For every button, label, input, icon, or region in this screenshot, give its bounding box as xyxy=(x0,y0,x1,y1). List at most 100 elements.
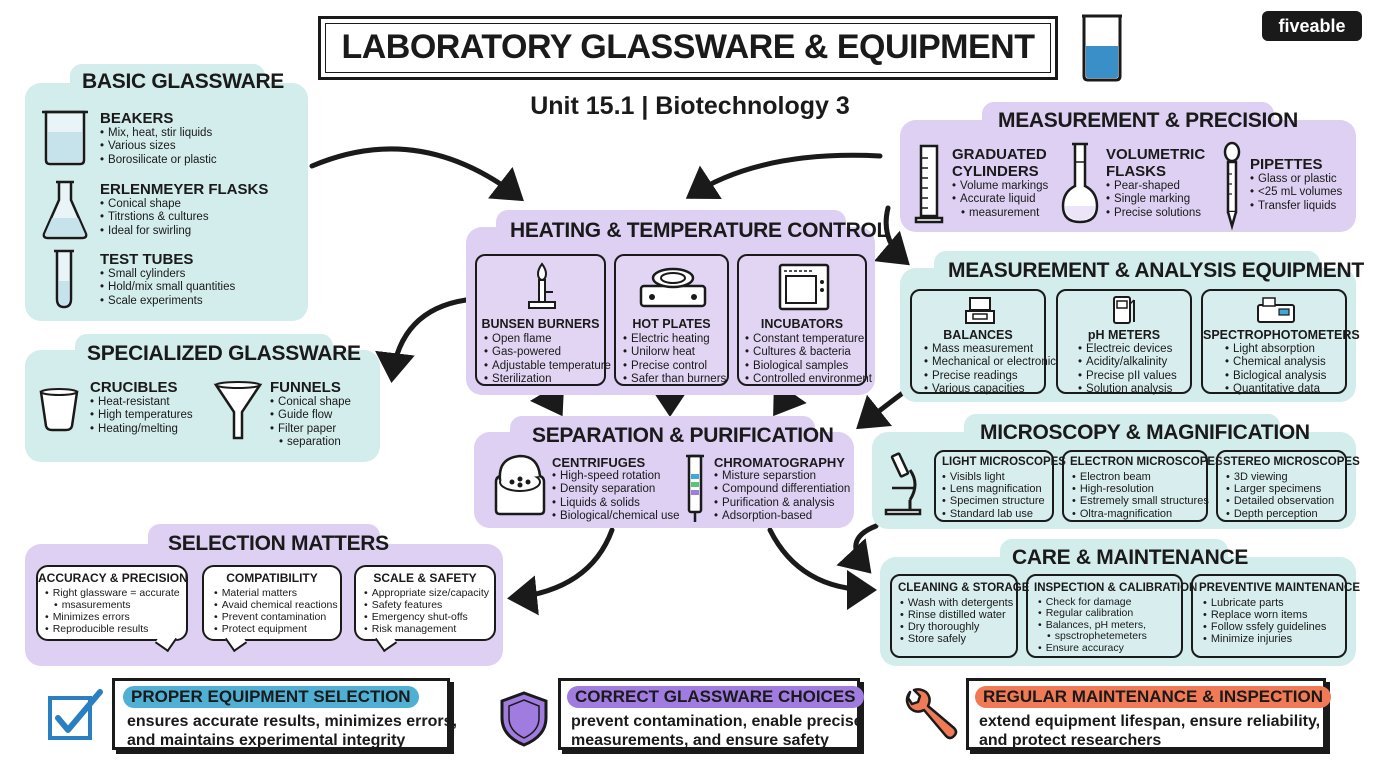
stereo-microscopes-bullet: Detailed observation xyxy=(1226,495,1334,507)
accuracy-bullet: msasurements xyxy=(45,599,180,611)
spectrophotometers-title: SPECTROPHOTOMETERS xyxy=(1203,328,1360,342)
compatibility-bullet: Avaid chemical reactions xyxy=(214,599,338,611)
test-tubes-bullet: Small cylinders xyxy=(100,268,235,281)
funnels-bullet: Guide flow xyxy=(270,409,351,422)
accuracy-title: ACCURACY & PRECISION xyxy=(38,571,188,585)
bunsen-bullet: Sterilization xyxy=(484,373,611,386)
spectrophotometer-icon xyxy=(1257,297,1295,323)
centrifuges-bullet: Biological/chemical use xyxy=(552,510,680,523)
inspection-calibration-bullet: Ensure accuracy xyxy=(1038,642,1147,654)
ph-meters-bullet: Electreic devices xyxy=(1078,343,1177,356)
centrifuges-bullet: Density separation xyxy=(552,483,680,496)
light-microscopes-bullet: Standard lab use xyxy=(942,508,1045,520)
compatibility-bubble: COMPATIBILITY Material matters Avaid che… xyxy=(202,565,342,653)
crucible-icon xyxy=(39,388,79,432)
selection-title-tab xyxy=(148,524,380,560)
graduated-bullet: Volume markings xyxy=(952,180,1048,193)
light-microscopes-title: LIGHT MICROSCOPES xyxy=(942,456,1066,468)
bunsen-title: BUNSEN BURNERS xyxy=(481,317,600,331)
beaker-icon xyxy=(42,110,88,166)
takeaway-maintenance-box: REGULAR MAINTENANCE & INSPECTION extend … xyxy=(966,678,1332,750)
compatibility-bullet: Prevent contamination xyxy=(214,611,338,623)
test-tubes-bullet: Hold/mix small quantities xyxy=(100,281,235,294)
chromatography-bullet: Misture separstion xyxy=(714,470,850,483)
spectrophotometers-card: SPECTROPHOTOMETERS Light absorption Chem… xyxy=(1201,289,1360,396)
test-tube-icon xyxy=(54,249,74,309)
funnels-title: FUNNELS xyxy=(270,379,341,396)
cleaning-storage-bullet: Dry thoroughly xyxy=(900,621,1013,633)
cleaning-storage-bullet: Wash with detergents xyxy=(900,597,1013,609)
care-title: CARE & MAINTENANCE xyxy=(1012,546,1249,569)
takeaway-glassware-heading: CORRECT GLASSWARE CHOICES xyxy=(567,686,864,708)
funnels-bullet: separation xyxy=(270,436,351,449)
inspection-calibration-bullet: spsctrophetemeters xyxy=(1038,630,1147,642)
balance-icon xyxy=(965,297,995,324)
accuracy-bubble: ACCURACY & PRECISION Right glassware = a… xyxy=(36,565,188,653)
scale-safety-bubble: SCALE & SAFETY Appropriate size/capacity… xyxy=(354,565,496,653)
specialized-glassware-title-tab xyxy=(75,334,333,370)
graduated-cylinders-title-2: CYLINDERS xyxy=(952,163,1039,180)
electron-microscopes-title: ELECTRON MICROSCOPES xyxy=(1070,456,1223,468)
analysis-title: MEASUREMENT & ANALYSIS EQUIPMENT xyxy=(948,259,1364,282)
preventive-maintenance-card: PREVENTIVE MAINTENANCE Lubricate parts R… xyxy=(1191,574,1360,658)
inspection-calibration-bullet: Regular calibration xyxy=(1038,607,1147,619)
incubators-bullet: Constant temperature xyxy=(745,333,872,346)
takeaway-maintenance-heading: REGULAR MAINTENANCE & INSPECTION xyxy=(975,686,1332,708)
balances-card: BALANCES Mass measurement Mechanical or … xyxy=(910,289,1056,395)
takeaway-maintenance-line: and protect researchers xyxy=(979,732,1162,749)
compatibility-bullet: Protect equipment xyxy=(214,623,338,635)
electron-microscopes-bullet: Electron beam xyxy=(1072,471,1209,483)
arrow-heating-to-sep-1 xyxy=(529,380,565,417)
graduated-bullet: measurement xyxy=(952,207,1048,220)
volumetric-bullet: Precise solutions xyxy=(1106,207,1205,220)
light-microscopes-bullet: Visibls light xyxy=(942,471,1045,483)
beakers-bullet: Mix, heat, stir liquids xyxy=(100,127,217,140)
balances-bullet: Precise readings xyxy=(924,370,1056,383)
hot-plates-card: HOT PLATES Electric heating Unilorw heat… xyxy=(614,254,729,386)
chromatography-bullet: Purification & analysis xyxy=(714,497,850,510)
stereo-microscopes-bullet: 3D viewing xyxy=(1226,471,1334,483)
volumetric-flask-icon xyxy=(1061,142,1099,224)
funnel-icon xyxy=(213,381,263,440)
centrifuges-bullet: Liquids & solids xyxy=(552,497,680,510)
stereo-microscopes-title: STEREO MICROSCOPES xyxy=(1223,456,1360,468)
spectrophotometers-bullet: Biclogical analysis xyxy=(1225,370,1326,383)
page-title: LABORATORY GLASSWARE & EQUIPMENT xyxy=(341,28,1035,66)
stereo-microscopes-bullet: Depth perception xyxy=(1226,508,1334,520)
hot-plates-bullet: Precise control xyxy=(623,360,726,373)
chromatography-title: CHROMATOGRAPHY xyxy=(714,455,845,470)
electron-microscopes-card: ELECTRON MICROSCOPES Electron beam High-… xyxy=(1062,450,1223,522)
cleaning-storage-bullet: Rinse distilled water xyxy=(900,609,1013,621)
inspection-calibration-title: INSPECTION & CALIBRATION xyxy=(1034,582,1198,594)
fiveable-logo[interactable]: fiveable xyxy=(1262,11,1362,41)
crucibles-bullet: Heat-resistant xyxy=(90,396,193,409)
basic-glassware-title-tab xyxy=(70,64,265,102)
arrow-micro-to-care xyxy=(836,523,879,574)
scale-safety-bullet: Emergency shut-offs xyxy=(364,611,489,623)
beakers-title: BEAKERS xyxy=(100,110,174,127)
ph-meters-card: pH METERS Electreic devices Acidity/alka… xyxy=(1056,289,1192,395)
microscope-icon xyxy=(884,452,922,516)
microscopy-title: MICROSCOPY & MAGNIFICATION xyxy=(980,421,1310,444)
bunsen-burner-icon xyxy=(528,262,556,309)
arrow-sep-to-selection xyxy=(507,527,615,616)
cleaning-storage-title: CLEANING & STORAGE xyxy=(898,582,1030,594)
volumetric-bullet: Single marking xyxy=(1106,193,1205,206)
scale-safety-bullet: Safety features xyxy=(364,599,489,611)
test-tubes-title: TEST TUBES xyxy=(100,251,194,268)
incubator-icon xyxy=(778,263,830,311)
incubators-bullet: Biological samples xyxy=(745,360,872,373)
funnels-bullet: Filter paper xyxy=(270,423,351,436)
hot-plates-bullet: Electric heating xyxy=(623,333,726,346)
cleaning-storage-bullet: Store safely xyxy=(900,633,1013,645)
ph-meter-icon xyxy=(1113,296,1135,324)
spectrophotometers-bullet: Quantitative data xyxy=(1225,383,1326,396)
hot-plates-bullet: Unilorw heat xyxy=(623,346,726,359)
hot-plates-bullet: Safer than burners xyxy=(623,373,726,386)
arrow-basic-to-heating xyxy=(309,146,524,202)
chromatography-icon xyxy=(686,454,704,522)
heating-title-tab xyxy=(496,210,846,246)
pipettes-bullet: Transfer liquids xyxy=(1250,200,1342,213)
flask-icon xyxy=(42,180,88,240)
